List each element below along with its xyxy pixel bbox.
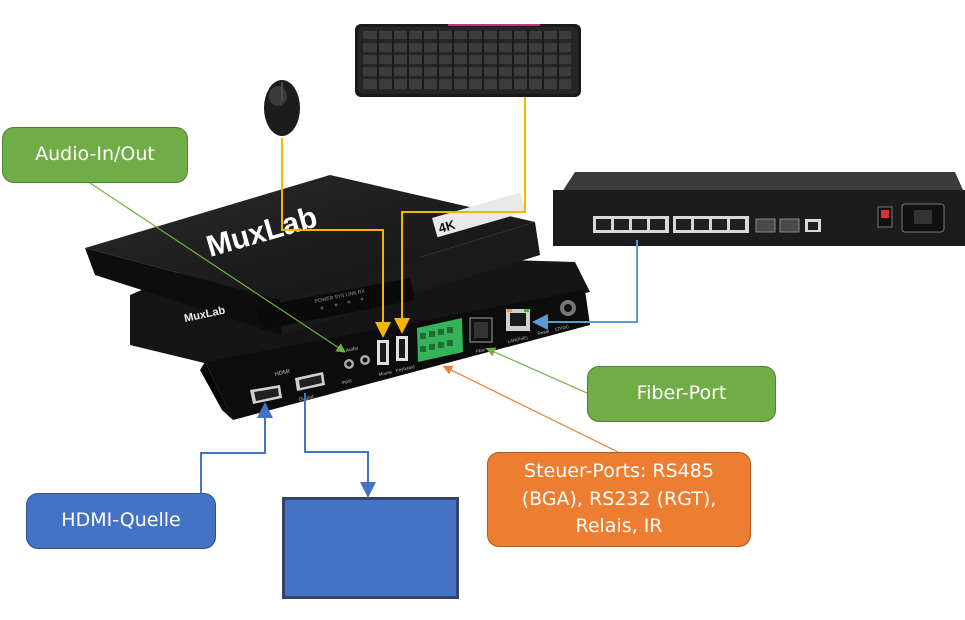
input-label: Input xyxy=(341,378,353,385)
keyboard-icon xyxy=(355,24,581,97)
hdmi-source-callout: HDMI-Quelle xyxy=(26,493,216,549)
mouse-icon xyxy=(264,80,300,136)
audio-label: Audio xyxy=(345,345,359,354)
mouse-port-label: Mouse xyxy=(378,369,393,377)
hdmi-label: HDMI xyxy=(274,369,291,378)
output-label: Output xyxy=(298,394,315,403)
network-switch-icon xyxy=(553,172,965,246)
fiber-pointer-line xyxy=(485,347,588,394)
control-pointer-line xyxy=(442,365,619,453)
muxlab-extender-icon: MuxLab 4K POWER SYS LINK RX MuxLab HDMI … xyxy=(85,175,590,420)
lan-port-label: LAN(PoE) xyxy=(507,335,528,344)
display-monitor-icon xyxy=(282,497,459,599)
audio-pointer-line xyxy=(89,182,347,353)
fiber-port-label: Fiber xyxy=(475,347,487,354)
fiber-port-callout: Fiber-Port xyxy=(587,366,776,422)
network-connection-line xyxy=(532,240,638,330)
hdmi-source-line xyxy=(200,402,273,493)
reset-label: Reset xyxy=(537,328,550,335)
power-in-label: 12VDC xyxy=(554,324,570,332)
keyboard-connection-line xyxy=(394,97,526,334)
mouse-connection-line xyxy=(281,138,391,338)
hdmi-output-line xyxy=(304,393,376,498)
keyboard-port-label: Keyboard xyxy=(395,364,415,373)
control-ports-callout: Steuer-Ports: RS485 (BGA), RS232 (RGT), … xyxy=(487,452,751,547)
4k-badge: 4K xyxy=(437,217,458,236)
audio-callout: Audio-In/Out xyxy=(2,127,188,183)
